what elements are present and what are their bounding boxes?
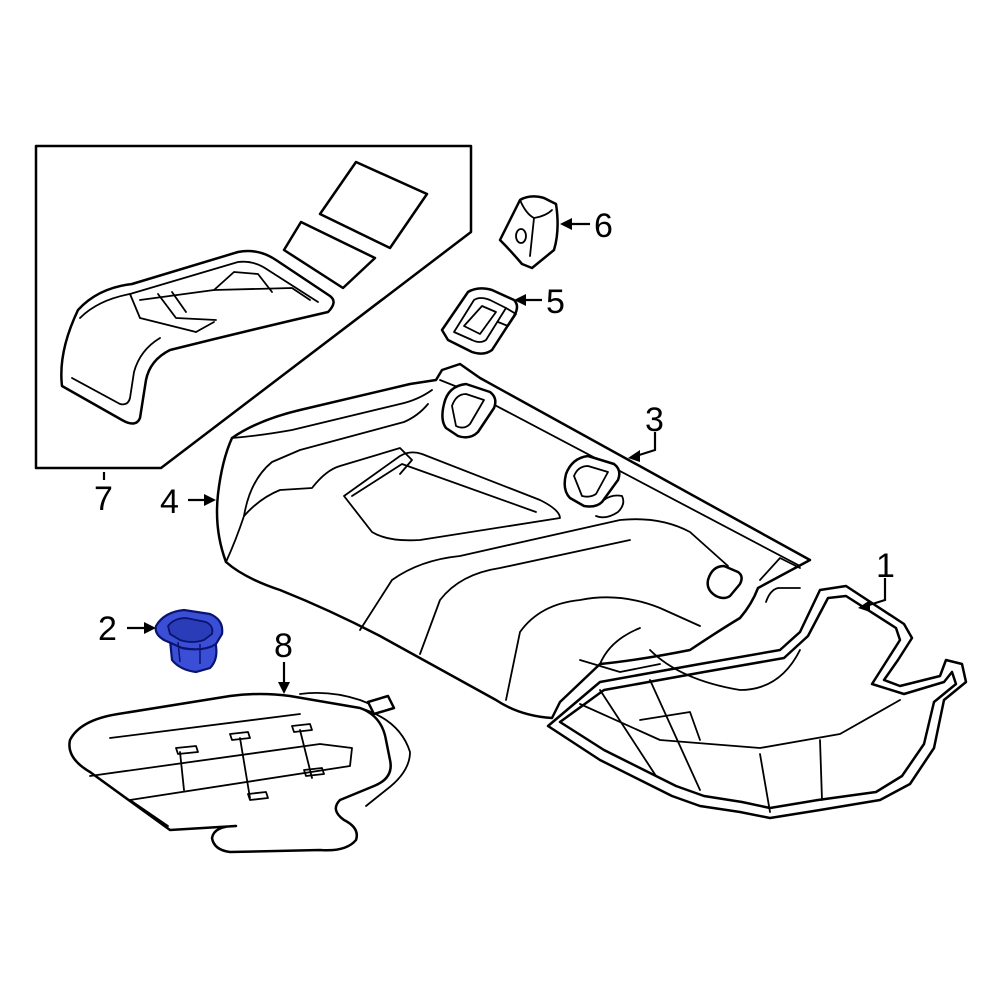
- callout-5: 5: [546, 283, 565, 321]
- callout-2: 2: [98, 610, 117, 648]
- callout-8: 8: [274, 627, 293, 665]
- part-1-seat-frame: [546, 584, 968, 820]
- callout-7: 7: [94, 480, 113, 518]
- callout-labels: 1 2 3 4 5 6 7 8: [94, 207, 895, 665]
- callout-1: 1: [876, 547, 895, 585]
- inset-panel: [34, 144, 473, 470]
- part-6-bushing: [498, 195, 559, 270]
- callout-6: 6: [594, 207, 613, 245]
- part-8-heater: [68, 691, 411, 854]
- part-2-clip: [154, 608, 224, 674]
- callout-4: 4: [160, 483, 179, 521]
- callout-3: 3: [645, 401, 664, 439]
- part-4-seat-cushion: [215, 362, 812, 720]
- leaders: [102, 218, 887, 694]
- part-5-guide: [440, 287, 519, 355]
